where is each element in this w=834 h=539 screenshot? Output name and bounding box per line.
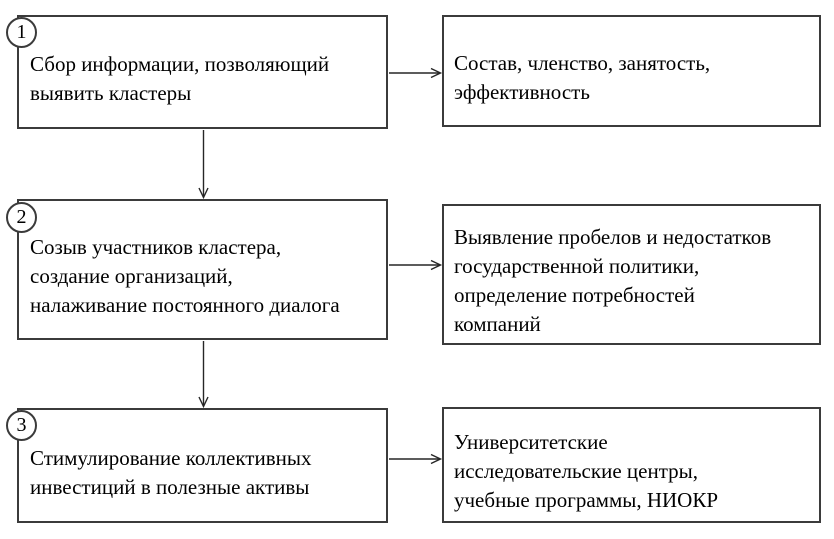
arrow-step2-right bbox=[389, 259, 443, 271]
step-2-outcome-box: Выявление пробелов и недостатков государ… bbox=[442, 204, 821, 345]
step-3-outcome-box: Университетские исследовательские центры… bbox=[442, 407, 821, 523]
arrow-step3-right bbox=[389, 453, 443, 465]
step-2-action-box: Созыв участников кластера, создание орга… bbox=[17, 199, 388, 340]
arrow-step1-right bbox=[389, 67, 443, 79]
arrow-step1-down bbox=[198, 130, 209, 200]
step-3-number-badge: 3 bbox=[6, 410, 37, 441]
step-2-number-badge: 2 bbox=[6, 202, 37, 233]
step-1-outcome-box: Состав, членство, занятость, эффективнос… bbox=[442, 15, 821, 127]
arrow-step2-down bbox=[198, 341, 209, 409]
step-3-action-box: Стимулирование коллективных инвестиций в… bbox=[17, 408, 388, 523]
step-1-action-box: Сбор информации, позволяющий выявить кла… bbox=[17, 15, 388, 129]
step-1-number-badge: 1 bbox=[6, 17, 37, 48]
